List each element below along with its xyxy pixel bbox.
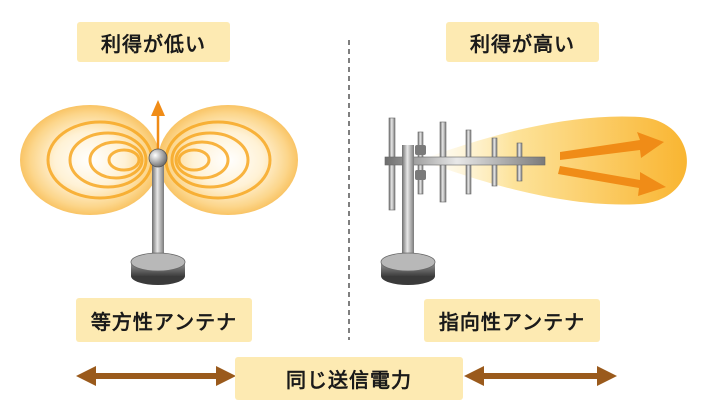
- directional-antenna: [380, 116, 687, 285]
- up-arrow-icon: [151, 100, 165, 150]
- antenna-base: [380, 252, 436, 285]
- right-double-arrow-icon: [464, 366, 617, 386]
- isotropic-antenna-label: 等方性アンテナ: [76, 298, 252, 342]
- isotropic-antenna: [20, 100, 298, 285]
- same-power-label: 同じ送信電力: [235, 357, 463, 400]
- directional-antenna-label: 指向性アンテナ: [424, 299, 600, 342]
- yagi-boom: [384, 156, 546, 166]
- antenna-pole: [402, 145, 414, 265]
- low-gain-label: 利得が低い: [77, 22, 230, 62]
- antenna-tip: [148, 148, 168, 168]
- yagi-clamps: [415, 145, 426, 180]
- radiation-pattern-isotropic: [20, 105, 298, 215]
- antenna-pole: [152, 160, 164, 265]
- left-double-arrow-icon: [76, 366, 236, 386]
- high-gain-label: 利得が高い: [446, 22, 599, 62]
- antenna-base: [130, 252, 186, 285]
- beam-arrows-icon: [558, 132, 666, 196]
